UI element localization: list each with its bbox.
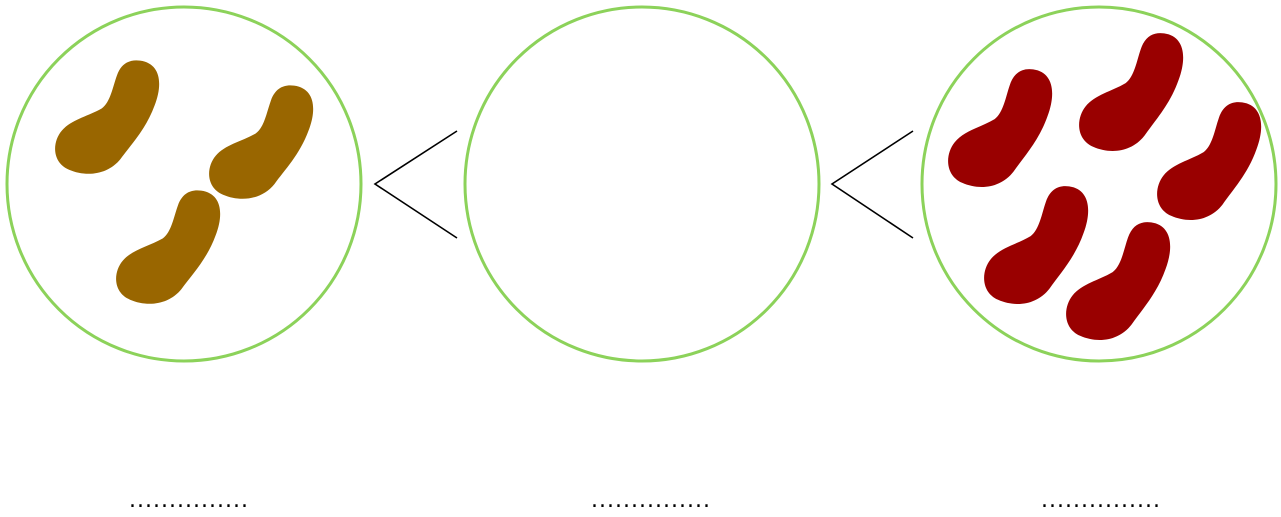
left-circle-outline xyxy=(7,7,361,361)
middle-circle-outline xyxy=(465,7,819,361)
right-sample-circle xyxy=(922,7,1276,361)
answer-blank-middle[interactable]: ............... xyxy=(566,488,736,514)
left-sample-circle xyxy=(7,7,361,361)
middle-sample-circle xyxy=(465,7,819,361)
less-than-sign-left xyxy=(375,131,457,238)
answer-blank-right[interactable]: ............... xyxy=(1016,488,1186,514)
answer-blank-left[interactable]: ............... xyxy=(104,488,274,514)
less-than-sign-right xyxy=(832,131,913,238)
